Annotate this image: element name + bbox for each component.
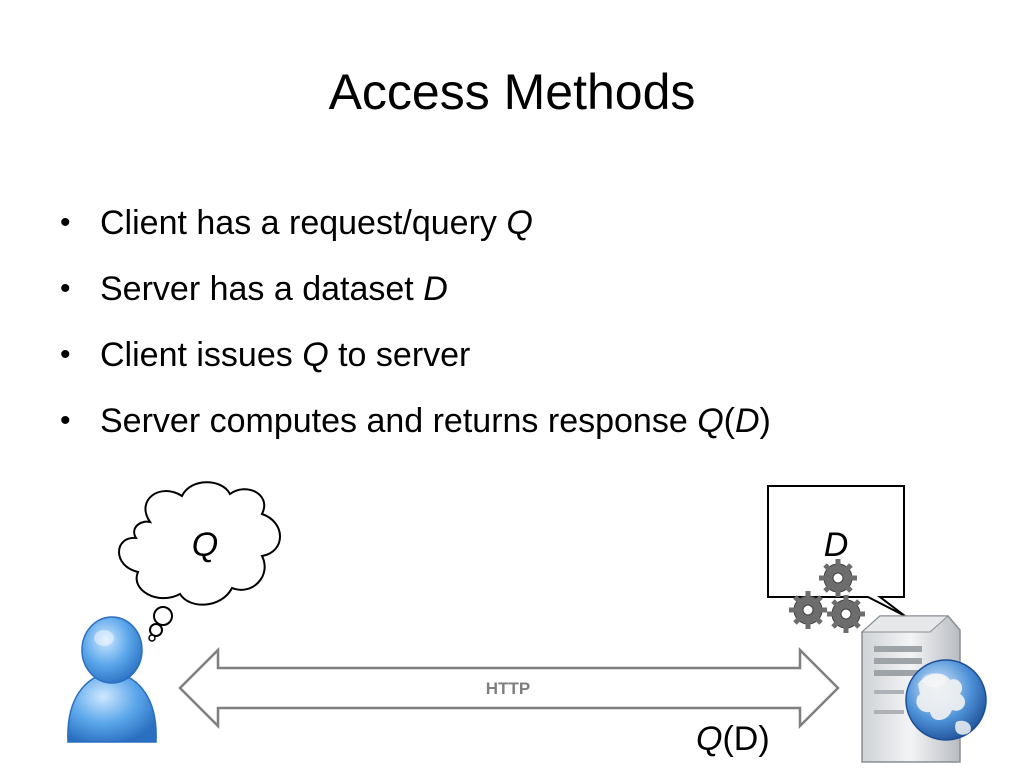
bullet-item: Client has a request/query Q: [60, 190, 771, 256]
http-label: HTTP: [486, 679, 530, 698]
bullet-list: Client has a request/query Q Server has …: [60, 190, 771, 454]
bullet-item: Server computes and returns response Q(D…: [60, 388, 771, 454]
globe-icon: [905, 659, 987, 741]
bullet-item: Server has a dataset D: [60, 256, 771, 322]
double-arrow-icon: [178, 646, 840, 730]
thought-bubble-icon: [118, 481, 281, 642]
bullet-item: Client issues Q to server: [60, 322, 771, 388]
gears-icon: [789, 559, 865, 633]
server-dataset-label: D: [824, 526, 849, 564]
client-query-label: Q: [192, 526, 218, 564]
response-label: Q(D): [696, 720, 770, 758]
speech-bubble-icon: [767, 485, 906, 617]
slide-title: Access Methods: [328, 64, 696, 120]
user-icon: [67, 616, 157, 743]
